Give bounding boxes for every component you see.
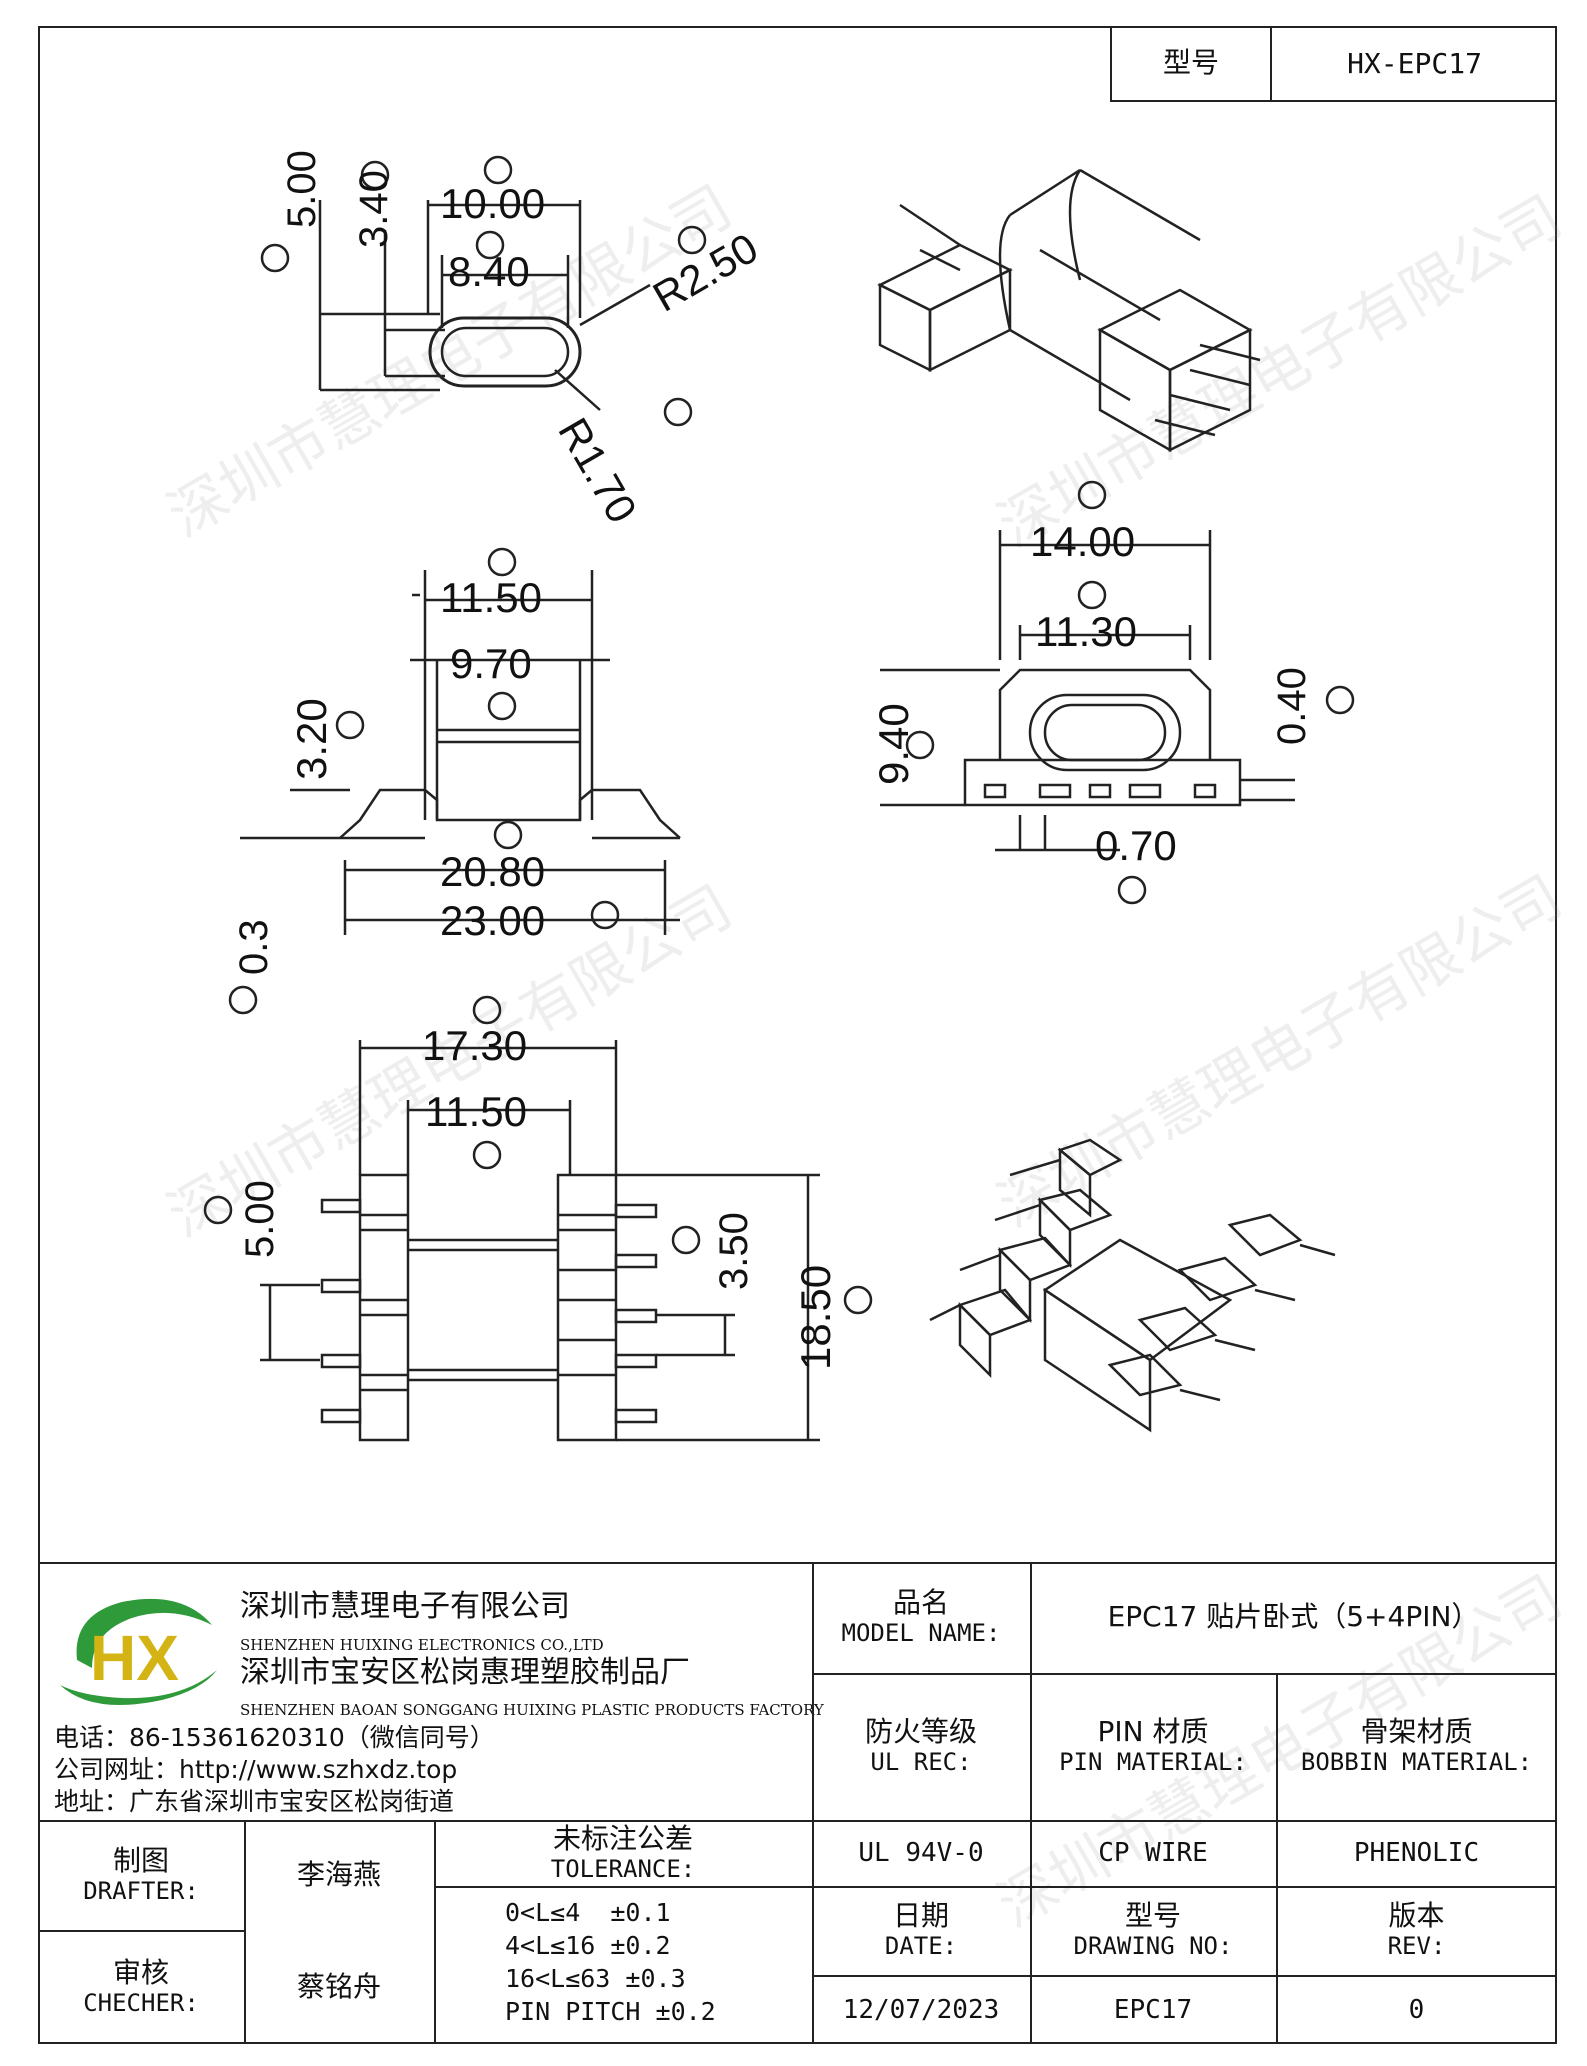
drafter-label-cn: 制图 bbox=[112, 1843, 169, 1877]
tb-divider bbox=[812, 1562, 814, 2044]
pin-material-label-cn: PIN 材质 bbox=[1097, 1715, 1209, 1748]
ul-rec-label: 防火等级 UL REC: bbox=[812, 1673, 1030, 1820]
dim-label-C: 8.40 bbox=[448, 248, 530, 295]
dim-label-L: 14.00 bbox=[1030, 518, 1136, 565]
dim-label-P: 3.50 bbox=[712, 1212, 756, 1290]
oval-top-view bbox=[318, 200, 651, 411]
tb-divider bbox=[244, 1820, 246, 2044]
company-name-cn: 深圳市慧理电子有限公司 bbox=[240, 1589, 570, 1624]
drawing-frame bbox=[38, 26, 1557, 2044]
date-label-en: DATE: bbox=[884, 1932, 958, 1961]
dim-label-J: 9.40 bbox=[870, 703, 917, 785]
front-elevation-view bbox=[240, 570, 681, 935]
dim-label-M: 5.00 bbox=[238, 1180, 282, 1258]
tolerance-label-en: TOLERANCE: bbox=[550, 1854, 696, 1883]
dim-label-Q: 18.50 bbox=[792, 1264, 839, 1370]
tolerance-line: 0<L≤4 ±0.1 bbox=[505, 1898, 671, 1927]
model-name-label-en: MODEL NAME: bbox=[841, 1619, 1001, 1648]
ul-rec-label-cn: 防火等级 bbox=[864, 1715, 977, 1748]
tolerance-line: 16<L≤63 ±0.3 bbox=[505, 1964, 686, 1993]
header-model-label: 型号 bbox=[1112, 26, 1272, 100]
isometric-top-view bbox=[877, 168, 1261, 453]
checker-value: 蔡铭舟 bbox=[296, 1969, 381, 2003]
title-block-top-border bbox=[38, 1562, 1557, 1564]
drawing-no-value: EPC17 bbox=[1113, 1994, 1193, 2025]
tb-divider bbox=[812, 1886, 1557, 1888]
ul-rec-label-en: UL REC: bbox=[870, 1748, 972, 1777]
tb-divider bbox=[1276, 1673, 1278, 2044]
pin-material-label-en: PIN MATERIAL: bbox=[1059, 1748, 1247, 1777]
company-phone: 电话：86-15361620310（微信同号） bbox=[54, 1723, 495, 1752]
bobbin-material-label-en: BOBBIN MATERIAL: bbox=[1300, 1748, 1533, 1777]
isometric-bottom-view bbox=[929, 1138, 1336, 1433]
dim-label-U: 20.80 bbox=[440, 848, 546, 895]
ul-rec-value: UL 94V-0 bbox=[858, 1838, 984, 1868]
tolerance-table: 0<L≤4 ±0.1 4<L≤16 ±0.2 16<L≤63 ±0.3 PIN … bbox=[505, 1896, 805, 2028]
pin-material-value: CP WIRE bbox=[1098, 1838, 1208, 1868]
logo-text: HX bbox=[90, 1622, 179, 1694]
date-label-cn: 日期 bbox=[892, 1899, 949, 1932]
tb-divider bbox=[812, 1673, 1557, 1675]
tolerance-line: 4<L≤16 ±0.2 bbox=[505, 1931, 671, 1960]
rev-value: 0 bbox=[1408, 1994, 1425, 2025]
rev-label-en: REV: bbox=[1387, 1932, 1446, 1961]
bottom-plan-view bbox=[260, 1040, 820, 1442]
tb-divider bbox=[812, 1975, 1557, 1977]
model-name-label-cn: 品名 bbox=[892, 1586, 949, 1619]
company-logo: HX bbox=[52, 1590, 222, 1710]
company-address: 地址：广东省深圳市宝安区松岗街道 bbox=[54, 1787, 455, 1816]
dim-label-H: 9.70 bbox=[450, 640, 532, 687]
checker-label-en: CHECHER: bbox=[83, 1988, 199, 2017]
tolerance-label: 未标注公差 TOLERANCE: bbox=[434, 1820, 812, 1886]
bobbin-material-value: PHENOLIC bbox=[1353, 1838, 1480, 1868]
technical-drawing bbox=[203, 155, 1355, 1442]
dim-label-G: 3.20 bbox=[288, 698, 335, 780]
drawing-no-label-en: DRAWING NO: bbox=[1073, 1932, 1233, 1961]
dim-label-T: 0.3 bbox=[232, 919, 276, 975]
drawing-no-label-cn: 型号 bbox=[1124, 1899, 1181, 1932]
dim-label-K: 11.30 bbox=[1035, 608, 1137, 655]
company-website: 公司网址：http://www.szhxdz.top bbox=[54, 1755, 458, 1784]
checker-label-cn: 审核 bbox=[112, 1955, 169, 1989]
pin-material-label: PIN 材质 PIN MATERIAL: bbox=[1030, 1673, 1276, 1820]
factory-name-en: SHENZHEN BAOAN SONGGANG HUIXING PLASTIC … bbox=[240, 1701, 824, 1719]
rev-label: 版本 REV: bbox=[1276, 1886, 1557, 1975]
bobbin-material-label-cn: 骨架材质 bbox=[1360, 1715, 1473, 1748]
tolerance-label-cn: 未标注公差 bbox=[552, 1821, 693, 1855]
header-model-box: 型号 HX-EPC17 bbox=[1110, 26, 1557, 102]
model-name-label: 品名 MODEL NAME: bbox=[812, 1562, 1030, 1673]
date-label: 日期 DATE: bbox=[812, 1886, 1030, 1975]
tolerance-line: PIN PITCH ±0.2 bbox=[505, 1997, 716, 2026]
header-model-value: HX-EPC17 bbox=[1347, 46, 1482, 80]
dim-label-D: 10.00 bbox=[440, 180, 546, 227]
date-value: 12/07/2023 bbox=[842, 1994, 1000, 2025]
dim-label-N: 11.50 bbox=[425, 1088, 527, 1135]
model-name-value: EPC17 贴片卧式（5+4PIN） bbox=[1107, 1600, 1480, 1634]
drafter-value: 李海燕 bbox=[296, 1857, 381, 1891]
dim-label-R: 0.70 bbox=[1095, 822, 1177, 869]
drafter-label: 制图 DRAFTER: bbox=[38, 1820, 244, 1930]
rev-label-cn: 版本 bbox=[1388, 1899, 1445, 1932]
tb-divider bbox=[38, 1930, 244, 1932]
drafter-label-en: DRAFTER: bbox=[83, 1876, 199, 1905]
bobbin-material-label: 骨架材质 BOBBIN MATERIAL: bbox=[1276, 1673, 1557, 1820]
tb-divider bbox=[38, 1820, 1557, 1822]
dim-label-B: 3.40 bbox=[352, 170, 396, 248]
dim-label-O: 17.30 bbox=[422, 1022, 528, 1069]
tb-divider bbox=[434, 1820, 436, 2044]
factory-name-cn: 深圳市宝安区松岗惠理塑胶制品厂 bbox=[240, 1655, 690, 1690]
tb-divider bbox=[434, 1886, 812, 1888]
dim-label-I: 11.50 bbox=[440, 574, 542, 621]
drawing-no-label: 型号 DRAWING NO: bbox=[1030, 1886, 1276, 1975]
tb-divider bbox=[1030, 1562, 1032, 2044]
dim-label-S: 0.40 bbox=[1270, 667, 1314, 745]
side-elevation-view bbox=[880, 530, 1295, 852]
dim-label-V: 23.00 bbox=[440, 897, 546, 944]
dim-label-A: 5.00 bbox=[280, 150, 324, 228]
checker-label: 审核 CHECHER: bbox=[38, 1930, 244, 2044]
company-name-en: SHENZHEN HUIXING ELECTRONICS CO.,LTD bbox=[240, 1636, 604, 1654]
